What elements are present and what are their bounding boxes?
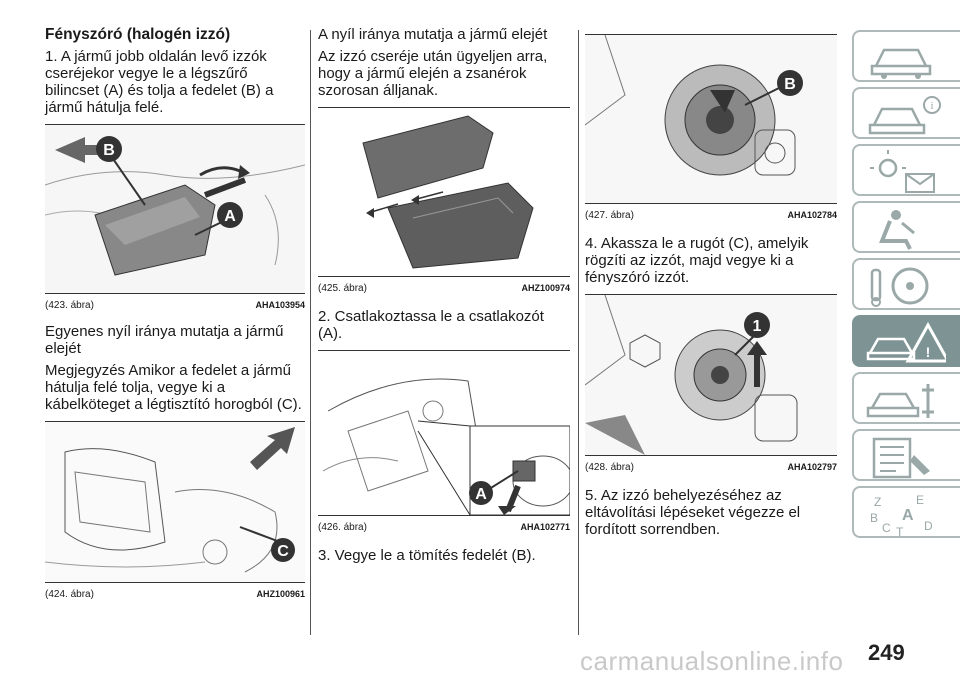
- bulb-spring-illustration: 1: [585, 295, 837, 455]
- figure-number: (424. ábra): [45, 589, 94, 600]
- figure-number: (428. ábra): [585, 462, 634, 473]
- column-2: A nyíl iránya mutatja a jármű elejét Az …: [318, 26, 570, 569]
- figure-number: (423. ábra): [45, 300, 94, 311]
- tab-safety[interactable]: [852, 201, 960, 253]
- column-3: B (427. ábra) AHA102784 4. Akassza le a …: [585, 26, 837, 543]
- car-dashboard-icon: [870, 48, 932, 79]
- hinge-note: Az izzó cseréje után ügyeljen arra, hogy…: [318, 48, 548, 99]
- figure-428: 1: [585, 294, 837, 456]
- figure-caption: (426. ábra) AHA102771: [318, 522, 570, 533]
- tab-emergency[interactable]: !: [852, 315, 960, 367]
- svg-text:i: i: [930, 100, 933, 112]
- airbox-lid-illustration: [318, 108, 570, 276]
- watermark: carmanualsonline.info: [580, 646, 844, 676]
- figure-code: AHA102784: [787, 210, 837, 220]
- car-service-icon: [866, 384, 934, 418]
- direction-note: A nyíl iránya mutatja a jármű elejét: [318, 26, 548, 43]
- index-letters-icon: Z E B A C T D: [870, 493, 933, 536]
- tab-lights[interactable]: [852, 144, 960, 196]
- figure-426: A: [318, 350, 570, 516]
- chapter-tabs: i ! Z E B A C T D: [852, 30, 960, 543]
- figure-caption: (428. ábra) AHA102797: [585, 462, 837, 473]
- figure-number: (427. ábra): [585, 210, 634, 221]
- tab-car-info[interactable]: i: [852, 87, 960, 139]
- svg-text:B: B: [870, 511, 878, 525]
- tab-index[interactable]: Z E B A C T D: [852, 486, 960, 538]
- figure-number: (425. ábra): [318, 283, 367, 294]
- tab-servicing[interactable]: [852, 372, 960, 424]
- column-divider: [310, 30, 311, 635]
- callout-label-b: B: [784, 76, 796, 93]
- specs-list-icon: [872, 437, 930, 479]
- callout-label-a: A: [224, 208, 236, 225]
- figure-423: B A: [45, 124, 305, 294]
- connector-illustration: A: [318, 351, 570, 515]
- callout-label-b: B: [103, 142, 115, 159]
- note-direction-text: Egyenes nyíl iránya mutatja a jármű elej…: [45, 323, 284, 357]
- figure-code: AHZ100974: [521, 283, 570, 293]
- key-steering-icon: [870, 267, 929, 307]
- svg-text:D: D: [924, 519, 933, 533]
- svg-text:T: T: [896, 525, 904, 536]
- column-1: Fényszóró (halogén izzó) 1. A jármű jobb…: [45, 26, 305, 600]
- callout-label-c: C: [277, 543, 289, 560]
- tab-technical-data[interactable]: [852, 429, 960, 481]
- airfilter-harness-illustration: C: [45, 422, 305, 582]
- warning-breakdown-icon: !: [866, 321, 946, 363]
- svg-text:!: !: [926, 344, 931, 360]
- step-5-text: 5. Az izzó behelyezéséhez az eltávolítás…: [585, 487, 801, 538]
- tab-dashboard[interactable]: [852, 30, 960, 82]
- step-1-text: 1. A jármű jobb oldalán levő izzók cseré…: [45, 48, 274, 116]
- figure-number: (426. ábra): [318, 522, 367, 533]
- svg-text:Z: Z: [874, 495, 881, 509]
- callout-label-a: A: [475, 486, 487, 503]
- tab-starting-driving[interactable]: [852, 258, 960, 310]
- section-heading: Fényszóró (halogén izzó): [45, 26, 231, 43]
- note-text: Megjegyzés Amikor a fedelet a jármű hátu…: [45, 362, 302, 413]
- lights-message-icon: [870, 150, 935, 193]
- column-divider: [578, 30, 579, 635]
- figure-caption: (424. ábra) AHZ100961: [45, 589, 305, 600]
- step-2-text: 2. Csatlakoztassa le a csatlakozót (A).: [318, 308, 544, 342]
- seal-cover-illustration: B: [585, 35, 837, 203]
- figure-424: C: [45, 421, 305, 583]
- callout-label-1: 1: [753, 318, 762, 335]
- svg-text:E: E: [916, 493, 924, 507]
- figure-code: AHZ100961: [256, 589, 305, 599]
- figure-caption: (423. ábra) AHA103954: [45, 300, 305, 311]
- figure-code: AHA103954: [255, 300, 305, 310]
- seat-airbag-icon: [879, 210, 915, 250]
- figure-425: [318, 107, 570, 277]
- figure-caption: (427. ábra) AHA102784: [585, 210, 837, 221]
- svg-text:A: A: [902, 507, 914, 524]
- svg-text:C: C: [882, 521, 891, 535]
- step-4-text: 4. Akassza le a rugót (C), amelyik rögzí…: [585, 235, 809, 286]
- figure-427: B: [585, 34, 837, 204]
- figure-code: AHA102797: [787, 462, 837, 472]
- figure-caption: (425. ábra) AHZ100974: [318, 283, 570, 294]
- car-info-icon: i: [868, 96, 941, 135]
- step-3-text: 3. Vegye le a tömítés fedelét (B).: [318, 547, 536, 564]
- figure-code: AHA102771: [520, 522, 570, 532]
- engine-airfilter-illustration: B A: [45, 125, 305, 293]
- page-number: 249: [868, 640, 905, 665]
